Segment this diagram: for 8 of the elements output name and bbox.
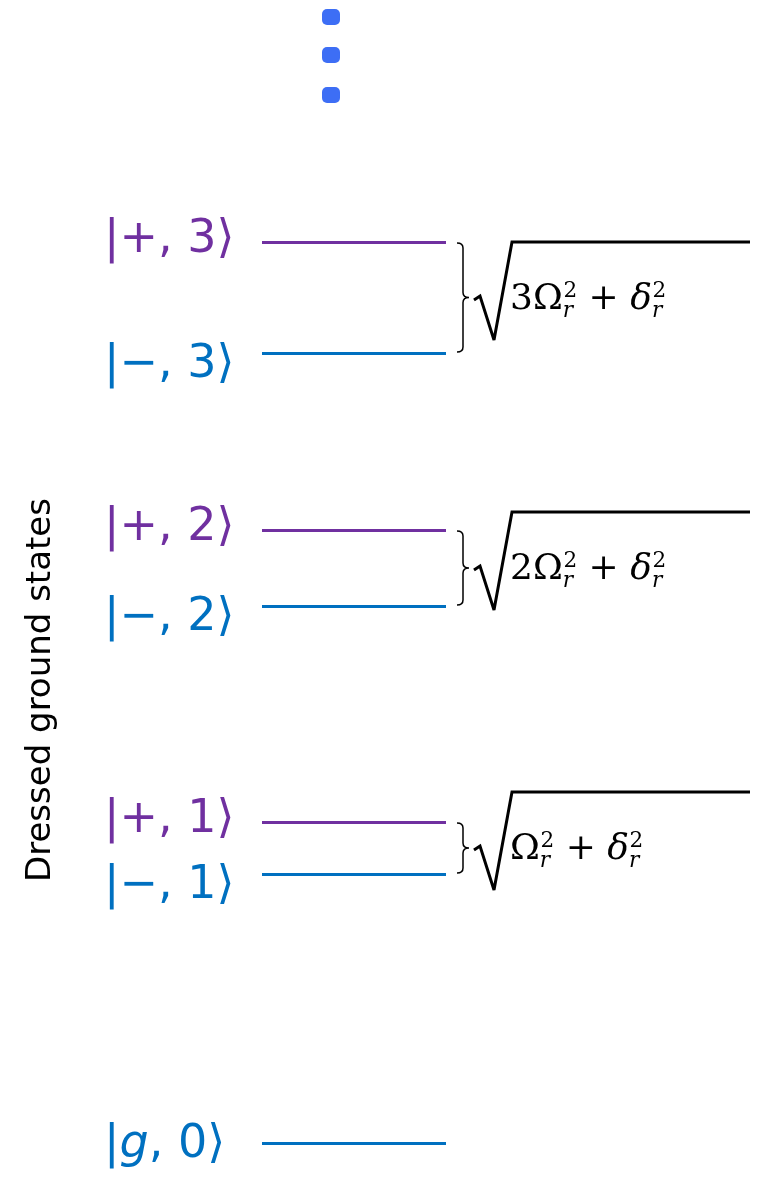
state-label: |+, 1⟩ xyxy=(104,790,235,842)
state-label: |+, 3⟩ xyxy=(104,210,235,262)
state-label: |−, 3⟩ xyxy=(104,335,235,387)
state-label: |−, 1⟩ xyxy=(104,856,235,908)
state-label: |g, 0⟩ xyxy=(104,1115,226,1167)
state-label: |−, 2⟩ xyxy=(104,588,235,640)
axis-title: Dressed ground states xyxy=(18,498,58,882)
state-label: |+, 2⟩ xyxy=(104,498,235,550)
